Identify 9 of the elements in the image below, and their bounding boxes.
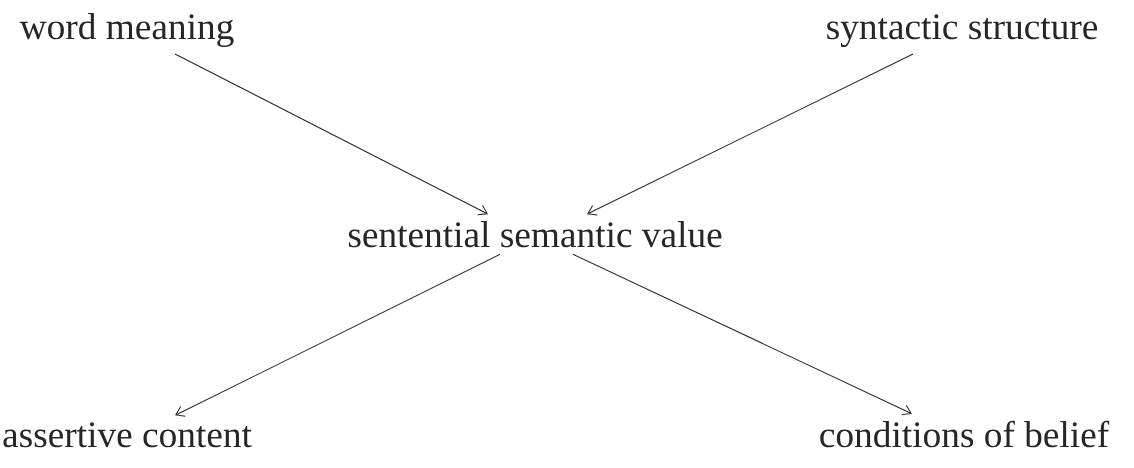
- text-label: sentential semantic value: [348, 221, 722, 248]
- arrow: [572, 253, 912, 416]
- arrow: [175, 253, 501, 417]
- text-label: assertive content: [3, 422, 252, 448]
- arrow: [174, 53, 488, 216]
- text-label: conditions of belief: [820, 420, 1110, 448]
- text-label: word meaning: [19, 13, 234, 48]
- arrow: [587, 53, 914, 216]
- text-label: syntactic structure: [827, 14, 1098, 48]
